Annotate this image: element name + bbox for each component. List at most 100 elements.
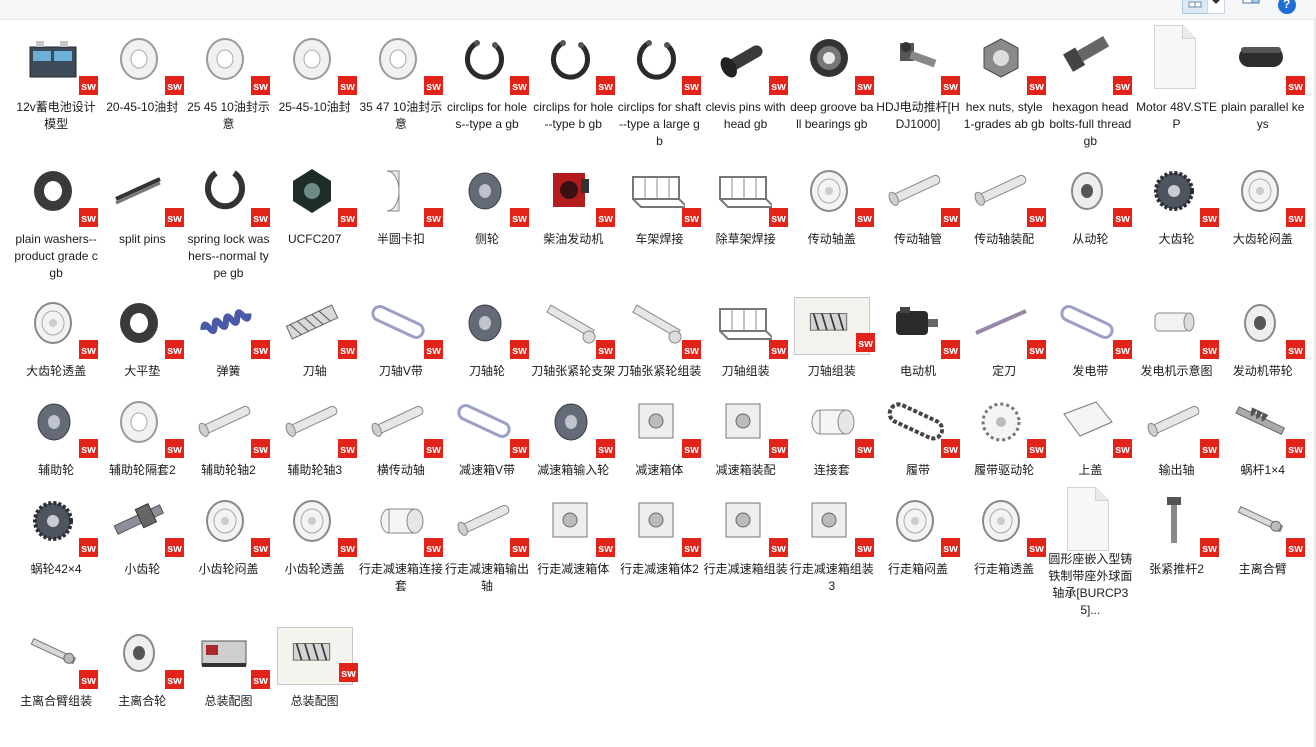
preview-pane-icon[interactable] [1240, 0, 1262, 14]
solidworks-badge-icon: sw [165, 439, 185, 458]
file-item[interactable]: Motor 48V.STEP [1133, 24, 1219, 157]
svg-text:sw: sw [81, 444, 96, 456]
scrollbar[interactable] [1314, 19, 1316, 747]
solidworks-badge-icon: sw [79, 538, 99, 557]
file-item[interactable]: 圆形座嵌入型铸铁制带座外球面轴承[BURCP35]... [1047, 486, 1133, 619]
svg-text:sw: sw [1288, 444, 1303, 456]
assembly-icon: sw [192, 619, 271, 691]
file-name: plain washers--product grade c gb [14, 232, 98, 280]
svg-text:sw: sw [598, 444, 613, 456]
document-icon [1054, 486, 1126, 552]
chevron-down-icon[interactable] [1207, 0, 1225, 14]
svg-text:sw: sw [771, 213, 786, 225]
engine-icon: sw [537, 157, 616, 229]
file-name: 辅助轮轴3 [287, 463, 342, 477]
file-name: 发电机示意图 [1140, 364, 1213, 378]
svg-text:sw: sw [1116, 444, 1131, 456]
file-name: 半圆卡扣 [376, 232, 425, 246]
large-icons-view-icon[interactable] [1182, 0, 1208, 14]
sprocket-icon: sw [968, 388, 1047, 460]
help-icon[interactable]: ? [1278, 0, 1296, 14]
file-name: 刀轴组装 [721, 364, 770, 378]
